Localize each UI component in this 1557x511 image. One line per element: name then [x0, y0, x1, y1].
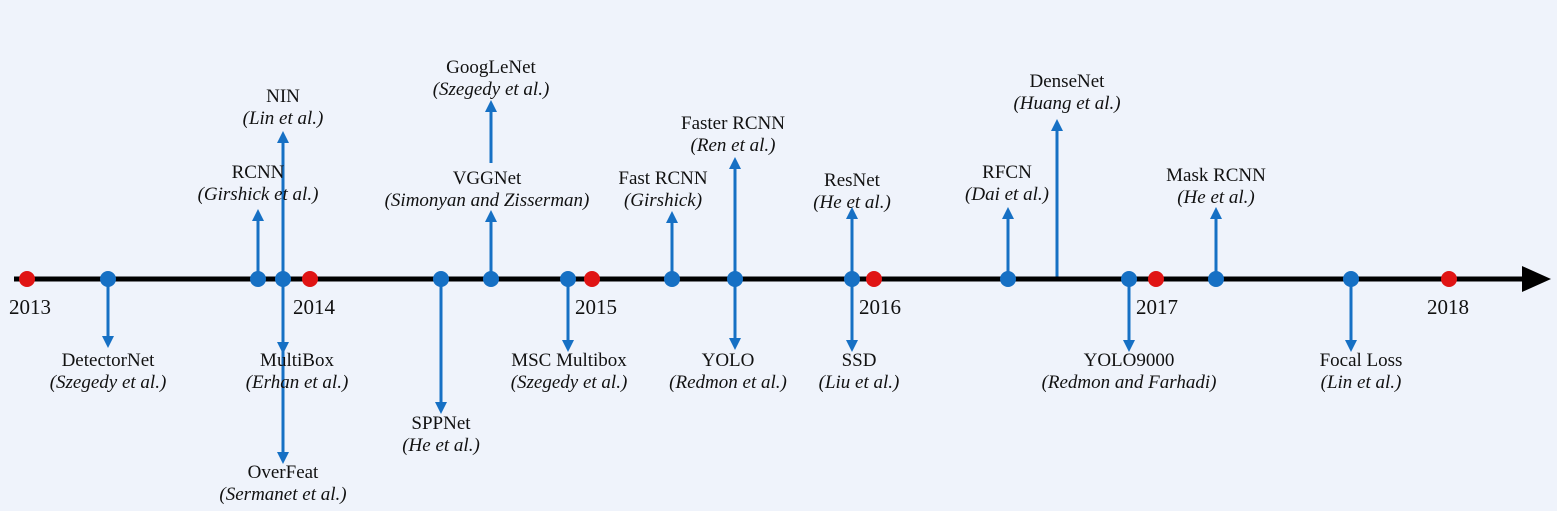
event-authors: (Girshick): [623, 190, 703, 211]
event-mask-rcnn: Mask RCNN (He et al.): [1166, 165, 1266, 209]
event-authors: (Szegedy et al.): [432, 79, 550, 100]
event-authors: (Girshick et al.): [197, 184, 319, 205]
year-marker-2014: [302, 271, 318, 287]
event-name: Focal Loss: [1319, 350, 1403, 371]
event-ssd: SSD (Liu et al.): [819, 350, 900, 394]
event-marker-vggnet: [483, 271, 499, 287]
event-marker-fast-rcnn: [664, 271, 680, 287]
event-rcnn: RCNN (Girshick et al.): [198, 162, 319, 206]
year-marker-2016: [866, 271, 882, 287]
year-marker-2015: [584, 271, 600, 287]
year-marker-2013: [19, 271, 35, 287]
event-faster-rcnn: Faster RCNN (Ren et al.): [681, 113, 785, 157]
event-marker-mask-rcnn: [1208, 271, 1224, 287]
year-label-2013: 2013: [9, 295, 51, 319]
event-marker-detectornet: [100, 271, 116, 287]
event-name: Fast RCNN: [618, 168, 708, 189]
event-marker-focal-loss: [1343, 271, 1359, 287]
event-name: GoogLeNet: [446, 57, 536, 78]
event-authors: (Lin et al.): [1320, 372, 1402, 393]
event-name: MSC Multibox: [511, 350, 627, 371]
event-authors: (He et al.): [402, 435, 480, 456]
event-yolo: YOLO (Redmon et al.): [669, 350, 787, 394]
event-msc-multibox: MSC Multibox (Szegedy et al.): [511, 350, 628, 394]
event-name: Faster RCNN: [681, 113, 785, 134]
event-name: Mask RCNN: [1166, 165, 1266, 186]
event-authors: (Szegedy et al.): [49, 372, 167, 393]
event-name: NIN: [266, 86, 300, 107]
event-name: SSD: [841, 350, 877, 371]
event-googlenet: GoogLeNet (Szegedy et al.): [433, 57, 550, 101]
year-label-2016: 2016: [859, 295, 901, 319]
event-authors: (Erhan et al.): [245, 372, 349, 393]
event-authors: (Simonyan and Zisserman): [384, 190, 590, 211]
event-name: OverFeat: [247, 462, 319, 483]
event-name: MultiBox: [260, 350, 334, 371]
event-marker-faster-rcnn: [727, 271, 743, 287]
year-label-2015: 2015: [575, 295, 617, 319]
event-multibox: MultiBox (Erhan et al.): [246, 350, 349, 394]
event-name: RFCN: [982, 162, 1032, 183]
event-vggnet: VGGNet (Simonyan and Zisserman): [385, 168, 590, 212]
event-detectornet: DetectorNet (Szegedy et al.): [50, 350, 167, 394]
event-marker-rfcn: [1000, 271, 1016, 287]
event-authors: (He et al.): [1177, 187, 1255, 208]
event-fast-rcnn: Fast RCNN (Girshick): [618, 168, 707, 212]
event-marker-resnet: [844, 271, 860, 287]
event-name: YOLO: [701, 350, 755, 371]
timeline-arrowhead: [1522, 266, 1551, 292]
event-authors: (Szegedy et al.): [510, 372, 628, 393]
event-authors: (Sermanet et al.): [219, 484, 347, 505]
event-marker-msc-multibox: [560, 271, 576, 287]
event-name: DenseNet: [1029, 71, 1105, 92]
event-marker-yolo9000: [1121, 271, 1137, 287]
event-authors: (Ren et al.): [690, 135, 776, 156]
event-marker-nin: [275, 271, 291, 287]
year-marker-2018: [1441, 271, 1457, 287]
event-authors: (Redmon and Farhadi): [1041, 372, 1217, 393]
event-nin: NIN (Lin et al.): [243, 86, 324, 130]
event-authors: (Huang et al.): [1013, 93, 1121, 114]
event-rfcn: RFCN (Dai et al.): [965, 162, 1049, 206]
year-label-2018: 2018: [1427, 295, 1469, 319]
event-authors: (Dai et al.): [965, 184, 1049, 205]
event-name: DetectorNet: [61, 350, 155, 371]
event-name: SPPNet: [411, 413, 471, 434]
year-label-2014: 2014: [293, 295, 335, 319]
year-marker-2017: [1148, 271, 1164, 287]
event-densenet: DenseNet (Huang et al.): [1013, 71, 1120, 115]
event-overfeat: OverFeat (Sermanet et al.): [219, 462, 346, 506]
event-resnet: ResNet (He et al.): [813, 170, 891, 214]
year-label-2017: 2017: [1136, 295, 1178, 319]
event-authors: (Redmon et al.): [669, 372, 787, 393]
event-authors: (He et al.): [813, 192, 891, 213]
event-marker-rcnn: [250, 271, 266, 287]
event-yolo9000: YOLO9000 (Redmon and Farhadi): [1042, 350, 1217, 394]
event-sppnet: SPPNet (He et al.): [402, 413, 480, 457]
event-name: ResNet: [824, 170, 880, 191]
event-authors: (Lin et al.): [242, 108, 324, 129]
event-name: YOLO9000: [1083, 350, 1175, 371]
event-authors: (Liu et al.): [818, 372, 900, 393]
event-marker-sppnet: [433, 271, 449, 287]
event-name: VGGNet: [452, 168, 522, 189]
event-name: RCNN: [231, 162, 285, 183]
event-focal-loss: Focal Loss (Lin et al.): [1320, 350, 1403, 394]
